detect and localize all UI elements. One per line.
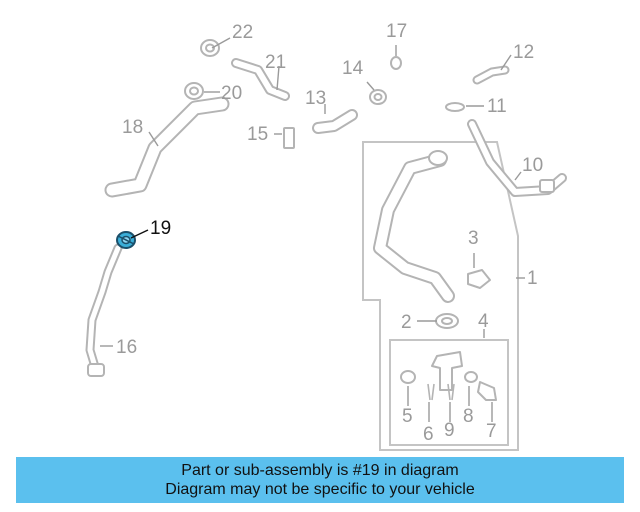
part-7-sensor: [477, 381, 497, 401]
callout-22: 22: [232, 22, 253, 43]
callout-21: 21: [265, 52, 286, 73]
banner-line-2: Diagram may not be specific to your vehi…: [165, 481, 475, 498]
part-5-oring: [400, 370, 416, 384]
callout-16: 16: [116, 337, 137, 358]
part-6-clip: [427, 383, 435, 401]
part-21-hose: [231, 58, 290, 101]
part-20-clamp: [184, 82, 204, 100]
callout-11: 11: [487, 96, 507, 117]
callout-9: 9: [444, 420, 455, 441]
part-4-tee-fitting: [431, 351, 463, 391]
callout-1: 1: [527, 268, 538, 289]
part-18-hose: [104, 96, 230, 198]
callout-7: 7: [486, 421, 497, 442]
callout-6: 6: [423, 424, 434, 445]
part-1-main-hose: [373, 150, 455, 303]
part-9-clip: [447, 383, 455, 401]
callout-8: 8: [463, 406, 474, 427]
callout-12: 12: [513, 42, 534, 63]
callout-2: 2: [401, 312, 412, 333]
subassembly-box-4: [389, 339, 509, 446]
part-3-clamp: [467, 269, 491, 289]
part-14-clamp: [369, 89, 387, 105]
parts-diagram: 22 21 20 18 15 13 14 17 12 11 10 1 3 2 4…: [85, 21, 567, 451]
callout-18: 18: [122, 117, 143, 138]
callout-13: 13: [305, 88, 326, 109]
callout-20: 20: [221, 83, 242, 104]
callout-5: 5: [402, 406, 413, 427]
callout-15: 15: [247, 124, 268, 145]
callout-4: 4: [478, 311, 489, 332]
part-13-hose: [312, 109, 358, 134]
part-8-oring: [464, 371, 478, 383]
part-11-oring: [445, 102, 465, 112]
part-12-hose: [472, 65, 510, 85]
callout-17: 17: [386, 21, 407, 42]
part-2-clamp: [435, 313, 459, 329]
part-16-pipe: [85, 243, 123, 377]
assembly-outline: [362, 141, 519, 451]
part-15-fitting: [283, 127, 295, 149]
part-10-pipe: [467, 119, 567, 197]
callout-14: 14: [342, 58, 364, 79]
callout-19: 19: [150, 218, 171, 239]
part-22-clamp: [200, 39, 220, 57]
info-banner: Part or sub-assembly is #19 in diagram D…: [16, 457, 624, 503]
callout-10: 10: [522, 155, 543, 176]
leader-lines: [100, 37, 525, 422]
banner-line-1: Part or sub-assembly is #19 in diagram: [181, 462, 459, 479]
part-17-oring: [390, 56, 402, 70]
callout-3: 3: [468, 228, 479, 249]
part-19-clamp[interactable]: [116, 231, 136, 249]
callout-labels: 22 21 20 18 15 13 14 17 12 11 10 1 3 2 4…: [116, 21, 543, 445]
